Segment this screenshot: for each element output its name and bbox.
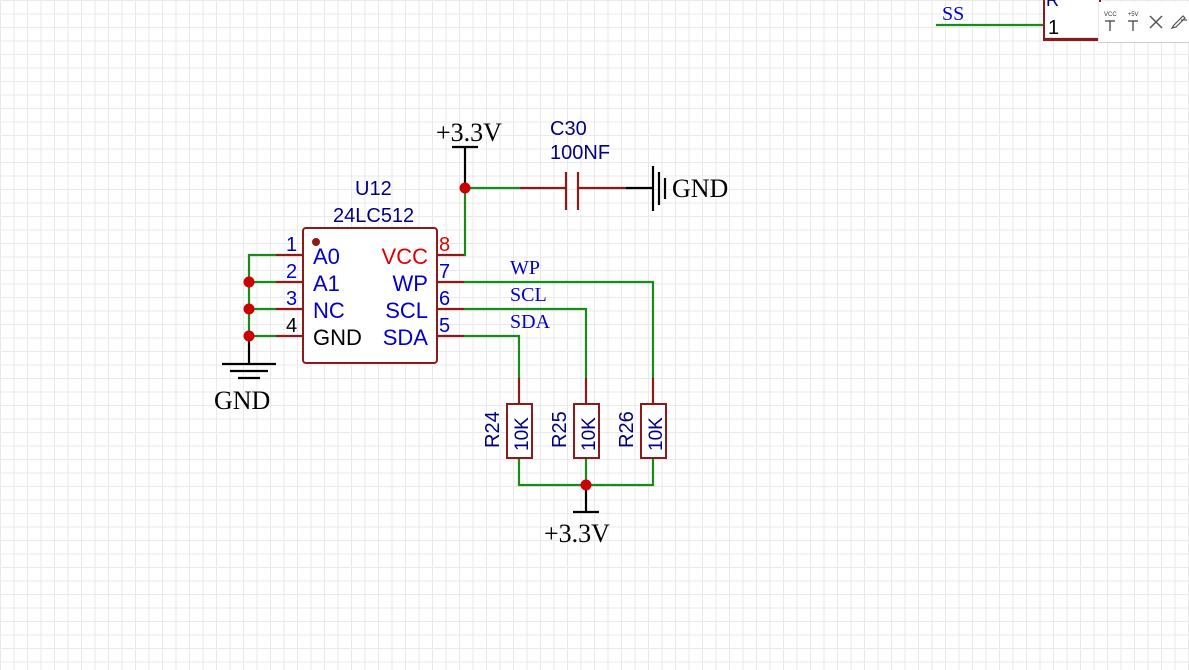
junction-a1 <box>243 276 255 288</box>
vcc-tool-label: VCC <box>1104 12 1117 18</box>
r24-designator: R24 <box>482 411 504 448</box>
resistor-r25[interactable]: 10K R25 <box>549 378 600 459</box>
u12-body[interactable] <box>302 227 438 364</box>
gnd-cap-symbol[interactable]: GND <box>626 166 728 211</box>
u12-pin6-number: 6 <box>439 288 450 310</box>
u12-pin8-name: VCC <box>382 244 429 269</box>
vcc-top-label: +3.3V <box>436 118 502 147</box>
fragment-part-partial: R <box>1046 0 1059 10</box>
wire-sda[interactable] <box>464 334 521 378</box>
gnd-cap-label: GND <box>672 174 728 203</box>
junctions <box>243 182 592 491</box>
u12-designator: U12 <box>355 178 392 200</box>
vcc-bottom-label: +3.3V <box>544 519 610 548</box>
wires <box>247 188 655 487</box>
net-label-wp[interactable]: WP <box>510 257 540 279</box>
fragment-pin-number: 1 <box>1048 17 1059 39</box>
wire-scl[interactable] <box>464 307 588 378</box>
junction-pullup <box>580 479 592 491</box>
r26-body[interactable] <box>640 403 667 459</box>
net-label-scl[interactable]: SCL <box>510 284 547 306</box>
wire-address-bus[interactable] <box>247 253 276 336</box>
probe-pen-icon <box>1170 15 1187 29</box>
u12-pin7-name: WP <box>393 271 428 296</box>
c30-designator: C30 <box>550 118 587 140</box>
r25-body[interactable] <box>573 403 600 459</box>
wire-vcc-pin8[interactable] <box>463 188 467 257</box>
capacitor-c30[interactable]: C30 100NF <box>465 118 626 210</box>
u12-pin7-number: 7 <box>439 261 450 283</box>
u12-pin1-name: A0 <box>313 244 340 269</box>
u12-value: 24LC512 <box>333 205 414 227</box>
vcc-symbol-icon <box>1105 20 1116 31</box>
u12-pin2-number: 2 <box>286 261 297 283</box>
u12-pin2-name: A1 <box>313 271 340 296</box>
wire-wp[interactable] <box>464 280 655 378</box>
u12-pin5-name: SDA <box>383 325 429 350</box>
gnd-left-label: GND <box>214 386 270 415</box>
resistor-r24[interactable]: 10K R24 <box>482 378 533 459</box>
no-connect-icon <box>1149 15 1163 29</box>
vcc-top-symbol[interactable]: +3.3V <box>436 118 502 188</box>
junction-vcc <box>459 182 471 194</box>
plus5v-tool-button[interactable]: +5V <box>1124 9 1142 35</box>
r24-value: 10K <box>512 417 533 451</box>
top-fragment: SS 1 R <box>936 0 1101 41</box>
no-connect-tool-button[interactable] <box>1147 9 1165 35</box>
plus5v-tool-label: +5V <box>1127 12 1139 18</box>
u12-pin6-name: SCL <box>385 298 428 323</box>
u12-pin3-name: NC <box>313 298 345 323</box>
vcc-tool-button[interactable]: VCC <box>1101 9 1119 35</box>
u12-pin1-marker <box>312 238 320 246</box>
u12-pin5-number: 5 <box>439 315 450 337</box>
resistor-r26[interactable]: 10K R26 <box>616 378 667 459</box>
c30-value: 100NF <box>550 142 610 164</box>
r25-designator: R25 <box>549 411 571 448</box>
vcc-bottom-symbol[interactable]: +3.3V <box>544 485 610 548</box>
ss-net-label[interactable]: SS <box>942 3 964 25</box>
r24-body[interactable] <box>506 403 533 459</box>
ic-u12[interactable]: U12 24LC512 1 2 3 4 5 6 7 8 A0 A1 NC GND… <box>276 178 464 364</box>
net-label-sda[interactable]: SDA <box>510 311 551 333</box>
junction-gnd <box>243 330 255 342</box>
floating-toolbar: VCC +5V <box>1098 2 1189 43</box>
u12-pin1-number: 1 <box>286 234 297 256</box>
plus5v-symbol-icon <box>1128 20 1139 31</box>
u12-pin8-number: 8 <box>439 234 450 256</box>
u12-pin4-name: GND <box>313 325 362 350</box>
r26-designator: R26 <box>616 411 638 448</box>
junction-nc <box>243 303 255 315</box>
u12-pin3-number: 3 <box>286 288 297 310</box>
r25-value: 10K <box>579 417 600 451</box>
gnd-left-symbol[interactable]: GND <box>214 336 276 415</box>
u12-pin4-number: 4 <box>286 315 297 337</box>
probe-tool-button[interactable] <box>1170 9 1188 35</box>
r26-value: 10K <box>646 417 667 451</box>
